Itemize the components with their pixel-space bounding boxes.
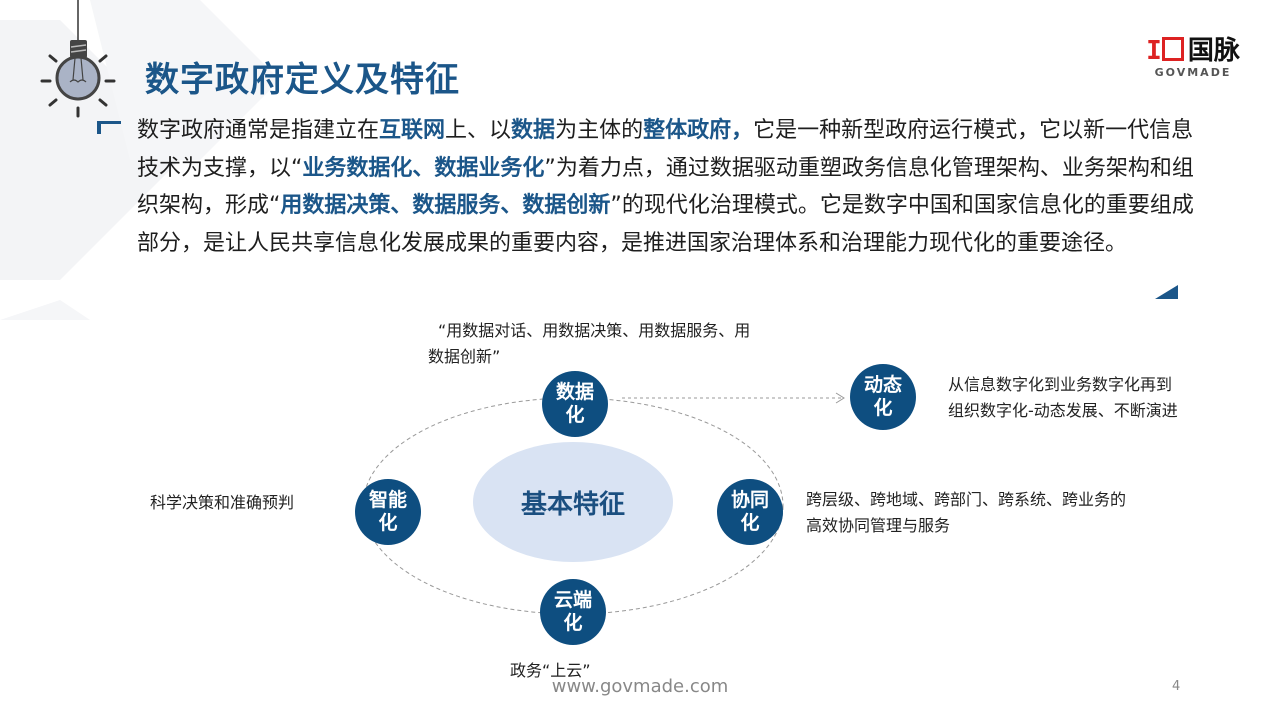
footer-url: www.govmade.com [551,676,729,697]
paragraph-text: ”的现代化治理模式。它是数字中国和国家信息化的重要组成部分，是让人民共享信息化发… [137,193,1194,256]
paragraph-text: 上、以 [445,118,512,143]
node-smart: 智能化 [355,479,421,545]
paragraph-text: 数字政府通常是指建立在 [137,118,380,143]
page-title: 数字政府定义及特征 [145,60,460,100]
cloud-note: 政务“上云” [510,661,591,680]
paragraph-text: 为主体的 [555,118,644,143]
node-collab: 协同化 [717,479,783,545]
highlight-text: 业务数据化、数据业务化 [302,155,545,181]
lightbulb-icon [40,0,116,118]
highlight-text: 数据 [511,118,556,143]
center-feature-ellipse: 基本特征 [473,442,673,562]
definition-paragraph: 数字政府通常是指建立在互联网上、以数据为主体的整体政府，它是一种新型政府运行模式… [137,112,1197,262]
highlight-text: 互联网 [379,118,446,143]
paragraph-text: ”为着力点，通过数据驱动重塑政务信息化管理架构、业务架构和组织架构，形成“ [137,155,1194,219]
highlight-text: 用数据决策、数据服务、数据创新 [280,193,611,218]
highlight-text: 整体政府， [643,118,754,143]
collab-note: 跨层级、跨地域、跨部门、跨系统、跨业务的高效协同管理与服务 [806,490,1127,535]
paragraph-text: 它是一种新型政府运行模式，它以新一代信息技术为支撑，以“ [137,118,1194,181]
dynamic-note: 从信息数字化到业务数字化再到组织数字化-动态发展、不断演进 [948,375,1178,420]
smart-note: 科学决策和准确预判 [150,493,295,512]
node-cloud: 云端化 [540,579,606,645]
node-dynamic: 动态化 [850,364,916,430]
page-number: 4 [1172,679,1181,694]
node-data: 数据化 [542,371,608,437]
data-note: “用数据对话、用数据决策、用数据服务、用数据创新” [428,321,751,366]
